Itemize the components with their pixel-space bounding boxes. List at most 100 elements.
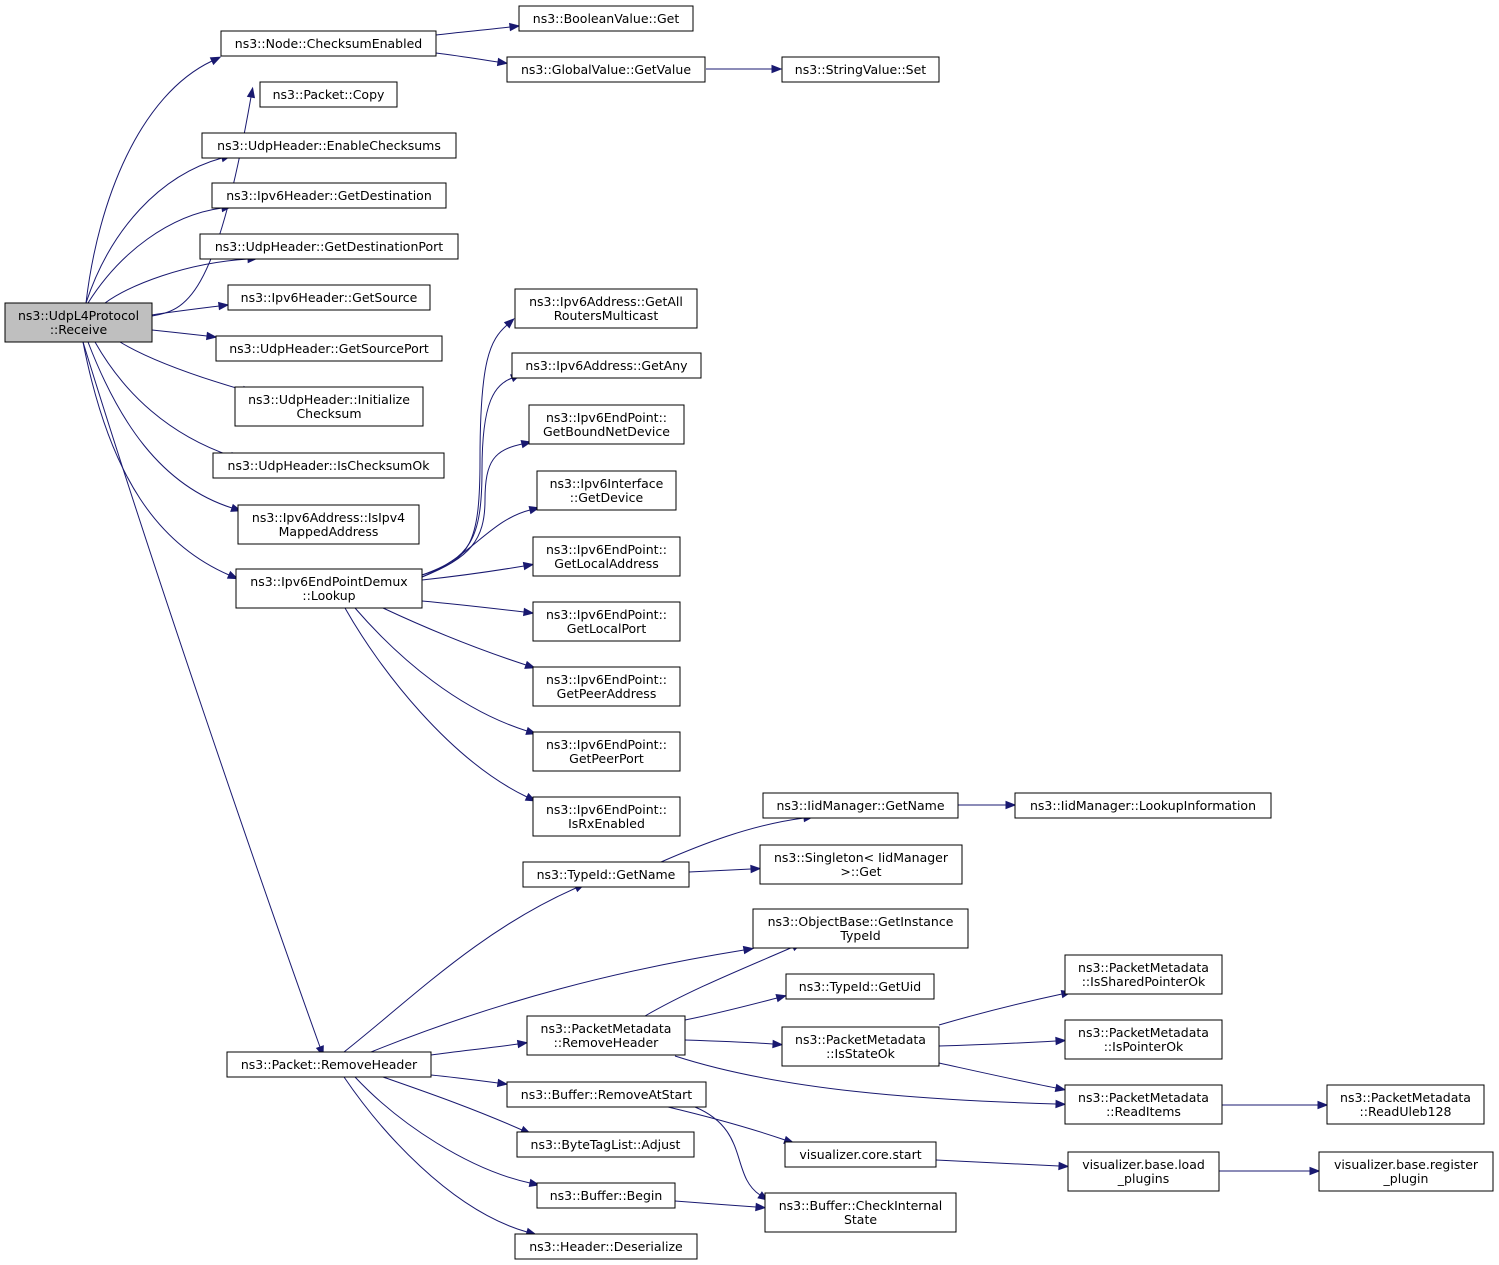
node-readuleb128[interactable]: ns3::PacketMetadata::ReadUleb128 [1326,1084,1485,1125]
node-box[interactable] [212,452,445,479]
edge-lookup-to-isrxenabled [344,607,537,802]
node-box[interactable] [1064,1084,1223,1125]
node-box[interactable] [522,861,690,888]
edge-loadplugins-to-registerplugin [1219,1166,1321,1176]
node-ispointerok[interactable]: ns3::PacketMetadata::IsPointerOk [1064,1019,1223,1060]
node-box[interactable] [752,908,969,949]
edge-receive-to-getsource [151,301,230,316]
node-box[interactable] [211,182,447,209]
node-box[interactable] [532,536,681,577]
node-box[interactable] [514,288,698,329]
node-enablechecksums[interactable]: ns3::UdpHeader::EnableChecksums [201,132,457,159]
node-box[interactable] [215,335,443,362]
node-getdestination[interactable]: ns3::Ipv6Header::GetDestination [211,182,447,209]
node-box[interactable] [526,1015,686,1056]
node-getpeeraddress[interactable]: ns3::Ipv6EndPoint::GetPeerAddress [532,666,681,707]
node-box[interactable] [532,601,681,642]
node-typeidgetname[interactable]: ns3::TypeId::GetName [522,861,690,888]
node-stringset[interactable]: ns3::StringValue::Set [781,56,940,83]
node-ischecksumok[interactable]: ns3::UdpHeader::IsChecksumOk [212,452,445,479]
node-box[interactable] [506,1081,707,1108]
node-getany[interactable]: ns3::Ipv6Address::GetAny [511,352,702,379]
node-label: ns3::Ipv6Interface [550,476,664,491]
node-deserialize[interactable]: ns3::Header::Deserialize [514,1233,698,1260]
node-box[interactable] [227,284,431,311]
node-box[interactable] [199,233,459,260]
node-box[interactable] [235,568,423,609]
node-box[interactable] [781,56,940,83]
node-loadplugins[interactable]: visualizer.base.load_plugins [1067,1151,1220,1192]
node-getsource[interactable]: ns3::Ipv6Header::GetSource [227,284,431,311]
node-box[interactable] [764,1192,957,1233]
node-getdevice[interactable]: ns3::Ipv6Interface::GetDevice [536,470,677,511]
node-receive[interactable]: ns3::UdpL4Protocol::Receive [4,302,153,343]
node-iidgetname[interactable]: ns3::IidManager::GetName [762,792,959,819]
node-box[interactable] [532,666,681,707]
node-issharedpointerok[interactable]: ns3::PacketMetadata::IsSharedPointerOk [1064,954,1223,995]
edge-line [435,52,499,63]
node-box[interactable] [1067,1151,1220,1192]
node-getlocaladdress[interactable]: ns3::Ipv6EndPoint::GetLocalAddress [532,536,681,577]
node-box[interactable] [201,132,457,159]
node-box[interactable] [1064,954,1223,995]
node-lookup[interactable]: ns3::Ipv6EndPointDemux::Lookup [235,568,423,609]
node-box[interactable] [785,973,935,1000]
node-box[interactable] [536,470,677,511]
node-registerplugin[interactable]: visualizer.base.register_plugin [1318,1151,1494,1192]
node-box[interactable] [220,30,437,57]
node-readitems[interactable]: ns3::PacketMetadata::ReadItems [1064,1084,1223,1125]
node-label: ns3::IidManager::GetName [776,798,944,813]
node-boolget[interactable]: ns3::BooleanValue::Get [518,5,694,32]
node-bufbegin[interactable]: ns3::Buffer::Begin [536,1182,676,1209]
arrowhead-icon [496,57,509,67]
node-box[interactable] [532,731,681,772]
root-node-box[interactable] [4,302,153,343]
node-getsourceport[interactable]: ns3::UdpHeader::GetSourcePort [215,335,443,362]
node-box[interactable] [237,504,420,545]
node-box[interactable] [781,1026,940,1067]
node-box[interactable] [1064,1019,1223,1060]
node-vizstart[interactable]: visualizer.core.start [784,1141,937,1168]
node-box[interactable] [784,1141,937,1168]
node-box[interactable] [226,1051,432,1078]
node-box[interactable] [528,404,685,445]
node-isstateok[interactable]: ns3::PacketMetadata::IsStateOk [781,1026,940,1067]
node-box[interactable] [516,1131,695,1158]
node-adjust[interactable]: ns3::ByteTagList::Adjust [516,1131,695,1158]
node-box[interactable] [759,844,963,885]
node-label: _plugins [1117,1171,1169,1186]
node-box[interactable] [514,1233,698,1260]
node-box[interactable] [506,56,706,83]
node-box[interactable] [1014,792,1272,819]
node-box[interactable] [259,81,398,108]
node-box[interactable] [536,1182,676,1209]
node-box[interactable] [1326,1084,1485,1125]
node-box[interactable] [532,796,681,837]
node-box[interactable] [1318,1151,1494,1192]
node-box[interactable] [762,792,959,819]
node-getboundnetdevice[interactable]: ns3::Ipv6EndPoint::GetBoundNetDevice [528,404,685,445]
node-box[interactable] [511,352,702,379]
node-isrxenabled[interactable]: ns3::Ipv6EndPoint::IsRxEnabled [532,796,681,837]
node-getlocalport[interactable]: ns3::Ipv6EndPoint::GetLocalPort [532,601,681,642]
edge-receive-to-enablechecksums [85,154,233,304]
node-box[interactable] [518,5,694,32]
node-getdestport[interactable]: ns3::UdpHeader::GetDestinationPort [199,233,459,260]
node-singletonget[interactable]: ns3::Singleton< IidManager >::Get [759,844,963,885]
node-getuid[interactable]: ns3::TypeId::GetUid [785,973,935,1000]
node-copy[interactable]: ns3::Packet::Copy [259,81,398,108]
node-getpeerport[interactable]: ns3::Ipv6EndPoint::GetPeerPort [532,731,681,772]
node-checksumenabled[interactable]: ns3::Node::ChecksumEnabled [220,30,437,57]
node-box[interactable] [234,386,424,427]
node-removeatstart[interactable]: ns3::Buffer::RemoveAtStart [506,1081,707,1108]
node-lookupinfo[interactable]: ns3::IidManager::LookupInformation [1014,792,1272,819]
node-getvalue[interactable]: ns3::GlobalValue::GetValue [506,56,706,83]
node-pm-removeheader[interactable]: ns3::PacketMetadata::RemoveHeader [526,1015,686,1056]
node-removeheader[interactable]: ns3::Packet::RemoveHeader [226,1051,432,1078]
node-label: IsRxEnabled [568,816,645,831]
